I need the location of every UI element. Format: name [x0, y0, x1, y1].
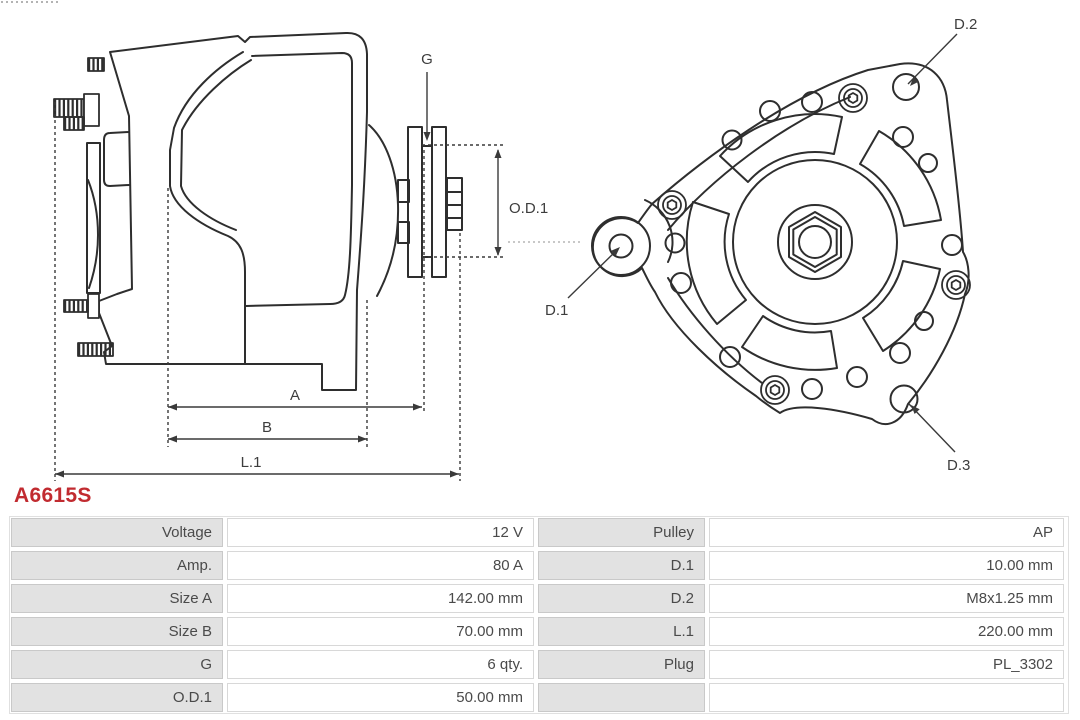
spec-value-cell: 220.00 mm [709, 617, 1064, 646]
spec-value-cell: 70.00 mm [227, 617, 534, 646]
rear-view-drawing [591, 62, 971, 425]
spec-value-cell: 50.00 mm [227, 683, 534, 712]
spec-value-cell: 10.00 mm [709, 551, 1064, 580]
spec-value-cell: AP [709, 518, 1064, 547]
dim-label-b: B [262, 419, 272, 436]
pulley [407, 126, 463, 278]
spec-label-cell: Pulley [538, 518, 705, 547]
spec-label-cell: D.1 [538, 551, 705, 580]
spec-label-cell [538, 683, 705, 712]
spec-label-cell: D.2 [538, 584, 705, 613]
spec-label-cell: Amp. [11, 551, 223, 580]
dim-label-a: A [290, 387, 300, 404]
spec-label-cell: Size A [11, 584, 223, 613]
dimension-lines [54, 33, 958, 481]
spec-label-cell: Plug [538, 650, 705, 679]
spec-label-cell: Size B [11, 617, 223, 646]
spec-value-cell: 12 V [227, 518, 534, 547]
technical-drawings: G O.D.1 A B L.1 D.2 D.1 D.3 [1, 1, 977, 481]
spec-value-cell [709, 683, 1064, 712]
spec-value-cell: 142.00 mm [227, 584, 534, 613]
spec-label-cell: L.1 [538, 617, 705, 646]
spec-value-cell: 6 qty. [227, 650, 534, 679]
spec-label-cell: G [11, 650, 223, 679]
dim-label-d2: D.2 [954, 16, 977, 33]
dim-label-l1: L.1 [241, 454, 262, 471]
spec-table: Voltage 12 V Pulley AP Amp. 80 A D.1 10.… [9, 516, 1069, 714]
spec-label-cell: Voltage [11, 518, 223, 547]
side-view-drawing [53, 31, 463, 391]
dim-label-g: G [421, 51, 433, 68]
spec-value-cell: PL_3302 [709, 650, 1064, 679]
dim-label-od1: O.D.1 [509, 200, 548, 217]
d3-hole [889, 384, 919, 414]
part-number: A6615S [14, 484, 92, 507]
spec-value-cell: 80 A [227, 551, 534, 580]
d2-hole [892, 73, 920, 101]
vent-holes [664, 91, 963, 400]
spec-value-cell: M8x1.25 mm [709, 584, 1064, 613]
spec-label-cell: O.D.1 [11, 683, 223, 712]
dim-label-d1: D.1 [545, 302, 568, 319]
dim-label-d3: D.3 [947, 457, 970, 474]
through-bolts [657, 83, 971, 405]
